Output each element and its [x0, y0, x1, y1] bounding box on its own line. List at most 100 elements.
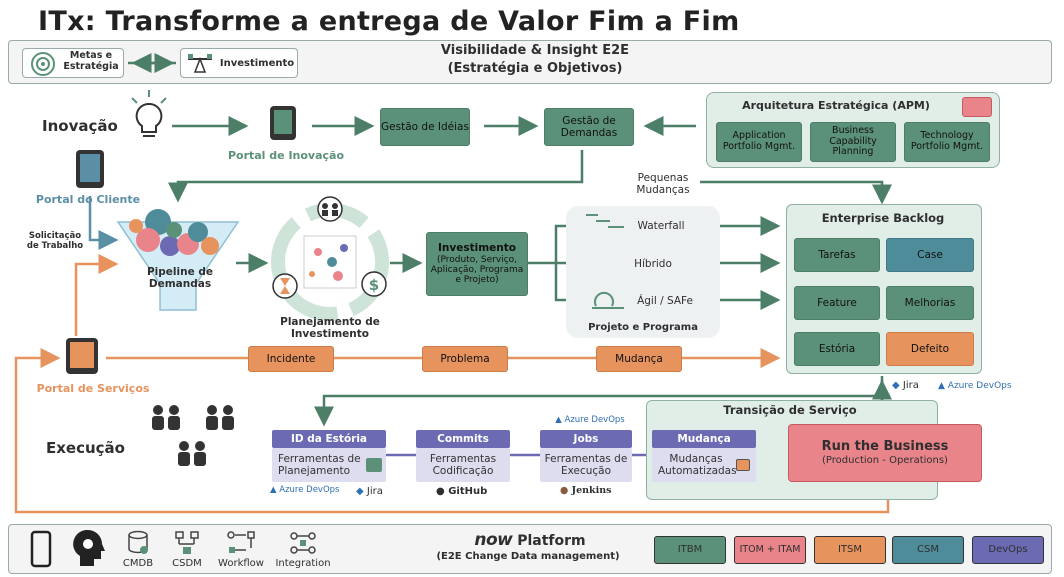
github-text: GitHub — [448, 486, 488, 497]
azure-text-planning: Azure DevOps — [279, 485, 340, 495]
azure-icon-jobs: ▲ — [555, 415, 562, 425]
dollar-icon: $ — [360, 270, 388, 302]
github-label: ● GitHub — [436, 486, 496, 498]
hibrido-label: Híbrido — [628, 258, 678, 271]
jenkins-icon: ● — [560, 485, 569, 496]
execucao-label: Execução — [46, 439, 125, 457]
apm-item-technology[interactable]: Technology Portfolio Mgmt. — [904, 122, 990, 162]
mudanca-flow-box[interactable]: Mudança — [596, 346, 682, 372]
id-estoria-desc: Ferramentas de Planejamento — [278, 452, 361, 477]
backlog-melhorias[interactable]: Melhorias — [886, 286, 974, 320]
now-platform-title: now Platform — [440, 530, 620, 551]
backlog-case[interactable]: Case — [886, 238, 974, 272]
pipeline-label: Pipeline de Demandas — [146, 266, 214, 291]
apm-title: Arquitetura Estratégica (APM) — [742, 99, 930, 112]
jenkins-text: Jenkins — [571, 485, 612, 496]
transicao-title: Transição de Serviço — [723, 403, 857, 417]
jira-label-planning: ◆ Jira — [356, 486, 396, 498]
investimento-box-desc: (Produto, Serviço, Aplicação, Programa e… — [430, 254, 524, 286]
problema-box[interactable]: Problema — [422, 346, 508, 372]
mudanca-exec-header: Mudança — [652, 430, 756, 448]
jira-text: Jira — [902, 380, 919, 391]
tablet-icon-servicos — [60, 336, 104, 380]
tablet-icon-inovacao — [268, 104, 298, 146]
run-title: Run the Business — [821, 438, 949, 454]
enterprise-backlog-title: Enterprise Backlog — [821, 211, 945, 225]
jira-icon-planning: ◆ — [356, 486, 364, 497]
mudanca-exec-desc: Mudanças Automatizadas — [658, 452, 737, 477]
run-the-business-box[interactable]: Run the Business (Production - Operation… — [788, 424, 982, 482]
head-gear-icon — [70, 528, 106, 572]
azure-label-top: ▲ Azure DevOps — [938, 381, 1042, 391]
cmdb-label: CMDB — [122, 558, 154, 569]
azure-text: Azure DevOps — [947, 381, 1012, 391]
commits-header: Commits — [416, 430, 510, 448]
projeto-programa-label: Projeto e Programa — [588, 322, 698, 333]
investimento-top-box — [180, 48, 298, 78]
portal-inovacao-label: Portal de Inovação — [227, 149, 345, 162]
azure-icon: ▲ — [938, 381, 945, 391]
gestao-demandas-box[interactable]: Gestão de Demandas — [544, 108, 634, 146]
metas-box — [22, 48, 124, 78]
module-csm[interactable]: CSM — [892, 536, 964, 564]
integration-icon — [288, 530, 318, 560]
planejamento-label: Planejamento de Investimento — [280, 316, 380, 341]
commits-body[interactable]: Ferramentas Codificação — [416, 448, 510, 482]
module-itsm[interactable]: ITSM — [814, 536, 886, 564]
id-estoria-body[interactable]: Ferramentas de Planejamento — [272, 448, 386, 482]
inovacao-label: Inovação — [42, 117, 118, 135]
csdm-icon — [174, 530, 200, 560]
pequenas-mudancas-label: Pequenas Mudanças — [626, 172, 700, 197]
investimento-box[interactable]: Investimento (Produto, Serviço, Aplicaçã… — [426, 232, 528, 296]
solicitacao-label: Solicitação de Trabalho — [26, 231, 84, 251]
agil-label: Ágil / SAFe — [630, 295, 700, 308]
workflow-label: Workflow — [218, 558, 264, 569]
azure-label-planning: ▲ Azure DevOps — [270, 485, 354, 496]
apm-item-application[interactable]: Application Portfolio Mgmt. — [716, 122, 802, 162]
hourglass-icon — [272, 272, 298, 304]
gestao-ideias-box[interactable]: Gestão de Idéias — [380, 108, 470, 146]
apm-color-swatch — [962, 97, 992, 117]
integration-label: Integration — [275, 558, 331, 569]
platform-text: Platform — [517, 533, 586, 549]
module-devops[interactable]: DevOps — [972, 536, 1044, 564]
cmdb-icon — [126, 530, 150, 560]
jira-label-top: ◆ Jira — [892, 380, 932, 392]
backlog-estoria[interactable]: Estória — [794, 332, 880, 366]
backlog-feature[interactable]: Feature — [794, 286, 880, 320]
green-swatch — [366, 458, 382, 472]
visibilidade-line1: Visibilidade & Insight E2E — [440, 43, 630, 58]
now-logo: now — [474, 530, 513, 550]
investimento-box-title: Investimento — [438, 242, 516, 255]
module-itbm[interactable]: ITBM — [654, 536, 726, 564]
jira-text-planning: Jira — [366, 486, 383, 497]
run-desc: (Production - Operations) — [822, 454, 948, 466]
azure-icon-planning: ▲ — [270, 485, 277, 495]
waterfall-label: Waterfall — [628, 220, 694, 233]
e2e-label: (E2E Change Data management) — [436, 551, 620, 562]
seesaw-icon — [186, 52, 214, 78]
page-title: ITx: Transforme a entrega de Valor Fim a… — [38, 6, 740, 37]
portal-cliente-label: Portal do Cliente — [35, 193, 141, 206]
waterfall-icon — [584, 212, 626, 234]
mudanca-exec-body[interactable]: Mudanças Automatizadas — [652, 448, 756, 482]
github-icon: ● — [436, 486, 445, 497]
incidente-box[interactable]: Incidente — [248, 346, 334, 372]
apm-item-business[interactable]: Business Capability Planning — [810, 122, 896, 162]
team-icon — [146, 402, 252, 486]
jobs-body[interactable]: Ferramentas de Execução — [540, 448, 632, 482]
id-estoria-header: ID da Estória — [272, 430, 386, 448]
investimento-top-label: Investimento — [219, 58, 295, 69]
jira-icon: ◆ — [892, 380, 900, 391]
backlog-tarefas[interactable]: Tarefas — [794, 238, 880, 272]
backlog-defeito[interactable]: Defeito — [886, 332, 974, 366]
module-itom-itam[interactable]: ITOM + ITAM — [734, 536, 806, 564]
workflow-icon — [226, 530, 256, 560]
svg-text:$: $ — [369, 276, 379, 294]
azure-label-jobs: ▲ Azure DevOps — [548, 415, 632, 426]
agile-icon — [590, 288, 626, 316]
visibilidade-line2: (Estratégia e Objetivos) — [447, 61, 623, 76]
phone-icon — [30, 530, 52, 572]
jobs-header: Jobs — [540, 430, 632, 448]
people-icon — [314, 196, 346, 226]
